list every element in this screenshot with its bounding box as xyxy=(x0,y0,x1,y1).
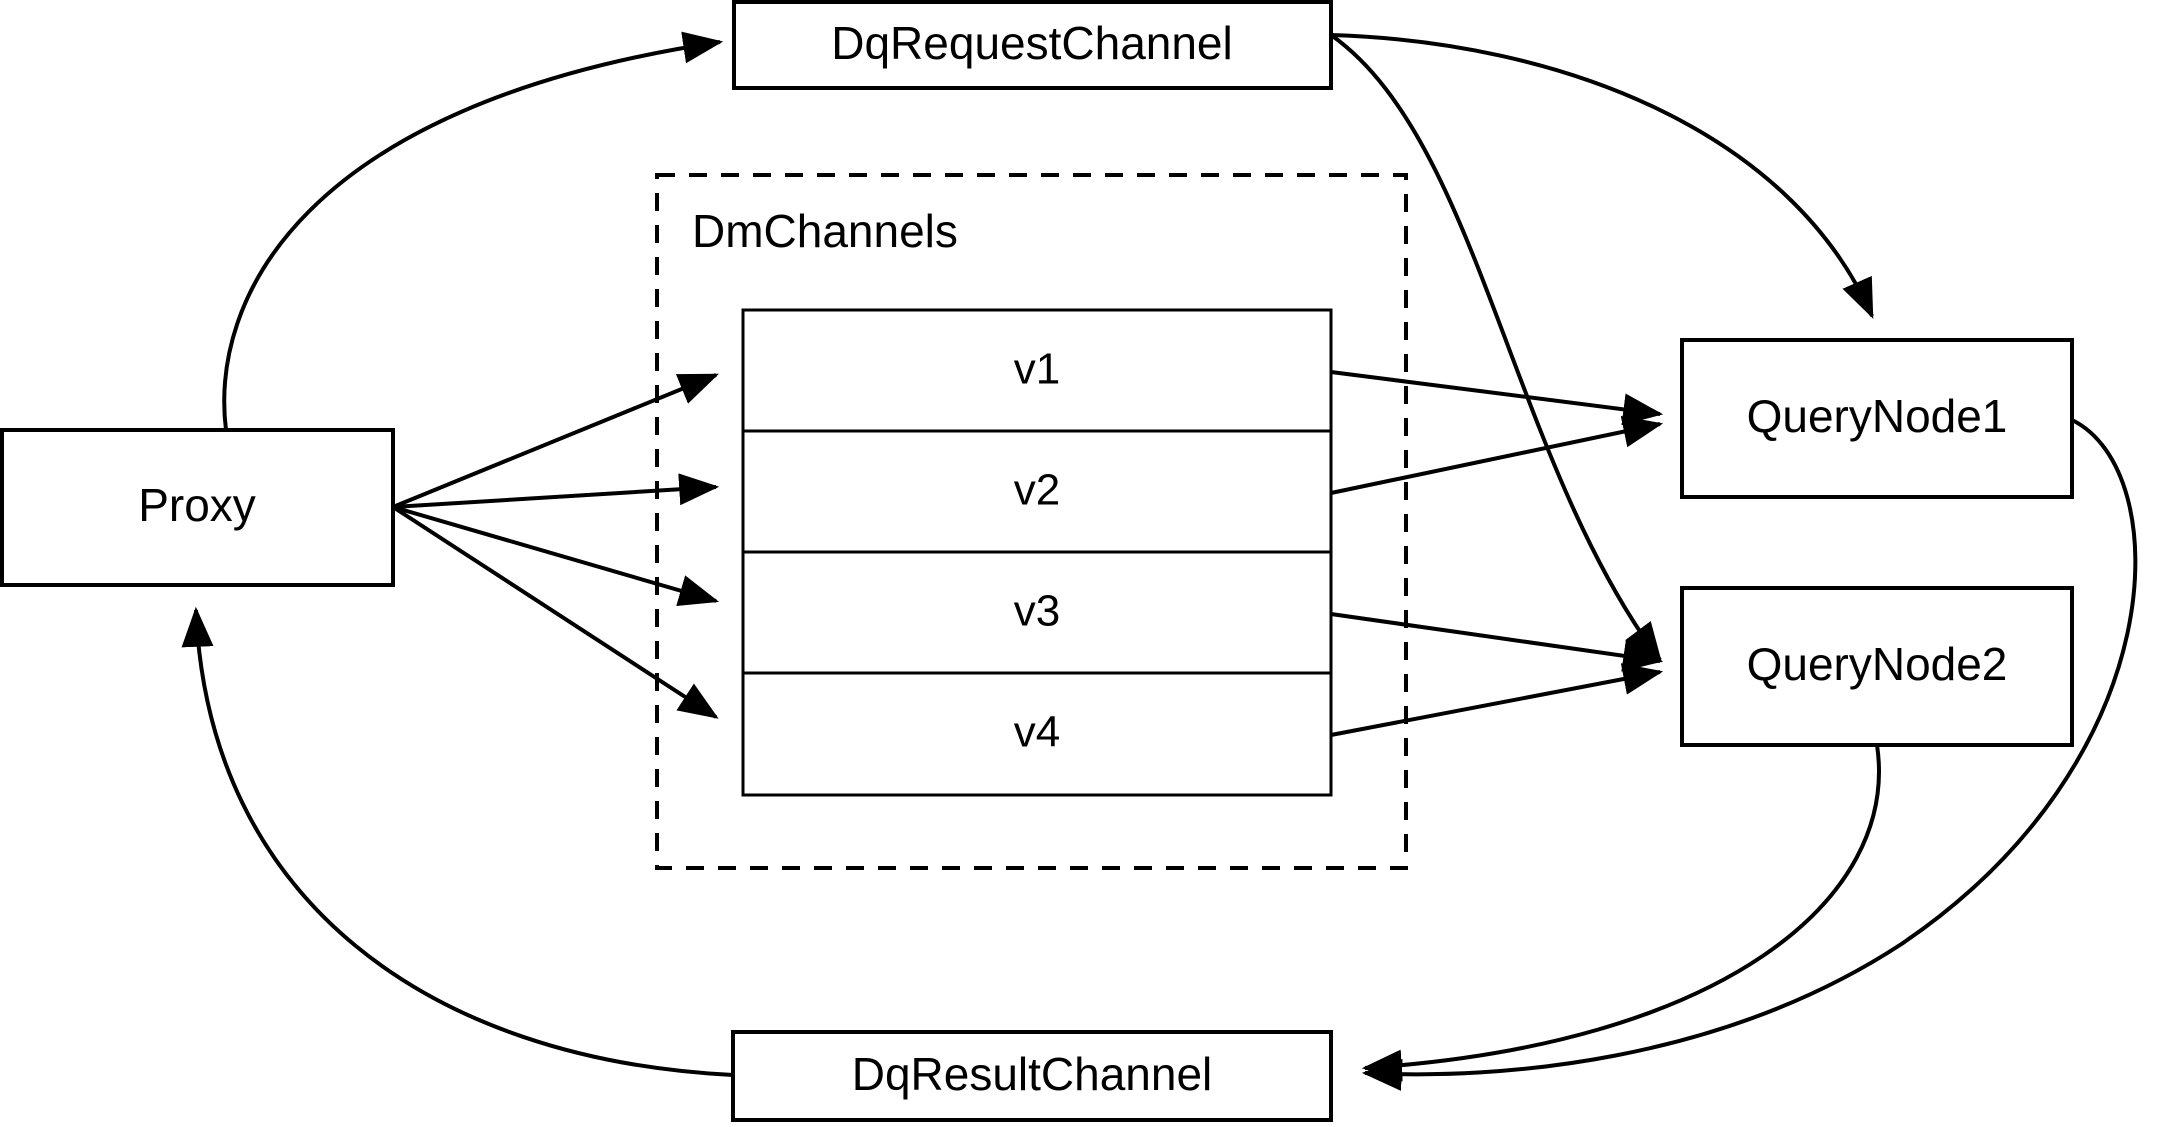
dq-result-channel-box[interactable] xyxy=(731,1030,1333,1122)
edge-proxy-to-v1 xyxy=(392,373,719,509)
edge-v1-to-query-node-1 xyxy=(1330,370,1664,426)
dq-request-channel-box[interactable] xyxy=(732,0,1333,90)
dm-channel-row-v2-label: v2 xyxy=(1014,466,1060,515)
dm-channel-row-v1-box[interactable] xyxy=(741,308,1333,433)
node-dq-request-channel[interactable]: DqRequestChannel xyxy=(732,0,1333,90)
dq-request-channel-label: DqRequestChannel xyxy=(831,17,1233,69)
query-node-1-label: QueryNode1 xyxy=(1747,390,2008,442)
node-query-node-2[interactable]: QueryNode2 xyxy=(1680,586,2074,747)
edge-dq-result-channel-to-proxy xyxy=(181,606,734,1077)
edge-query-node-1-to-dq-result-channel xyxy=(1361,418,2138,1091)
edge-dq-request-channel-to-query-node-2 xyxy=(1329,33,1662,663)
query-node-2-label: QueryNode2 xyxy=(1747,638,2008,690)
edge-dq-request-channel-to-query-node-1 xyxy=(1330,33,1874,319)
edge-proxy-to-v4 xyxy=(391,505,719,719)
edge-v4-to-query-node-2 xyxy=(1330,663,1664,737)
proxy-box[interactable] xyxy=(0,428,395,587)
edge-v3-to-query-node-2 xyxy=(1330,612,1664,672)
edge-query-node-2-to-dq-result-channel xyxy=(1361,744,1881,1082)
dq-result-channel-label: DqResultChannel xyxy=(852,1048,1213,1100)
node-proxy[interactable]: Proxy xyxy=(0,428,395,587)
node-dq-result-channel[interactable]: DqResultChannel xyxy=(731,1030,1333,1122)
dm-channel-row-v2-box[interactable] xyxy=(741,429,1333,554)
query-node-1-box[interactable] xyxy=(1680,338,2074,499)
dm-channels-group-label: DmChannels xyxy=(692,205,958,257)
dm-channel-row-v3-label: v3 xyxy=(1014,587,1060,636)
query-node-2-box[interactable] xyxy=(1680,586,2074,747)
node-query-node-1[interactable]: QueryNode1 xyxy=(1680,338,2074,499)
dm-channel-row-v1-label: v1 xyxy=(1014,345,1060,394)
dm-channel-row-table: v1 v2 v3 v4 xyxy=(741,308,1333,797)
edge-v2-to-query-node-1 xyxy=(1330,415,1664,495)
dm-channels-group-border xyxy=(655,173,1408,870)
dm-channels-group: DmChannels xyxy=(655,173,1408,870)
edge-proxy-to-dq-request-channel xyxy=(222,31,724,431)
proxy-label: Proxy xyxy=(138,479,256,531)
edge-proxy-to-v2 xyxy=(392,473,720,509)
edge-proxy-to-v3 xyxy=(392,505,720,607)
dm-channel-row-v3-box[interactable] xyxy=(741,550,1333,675)
dm-channel-row-v4-label: v4 xyxy=(1014,708,1060,757)
